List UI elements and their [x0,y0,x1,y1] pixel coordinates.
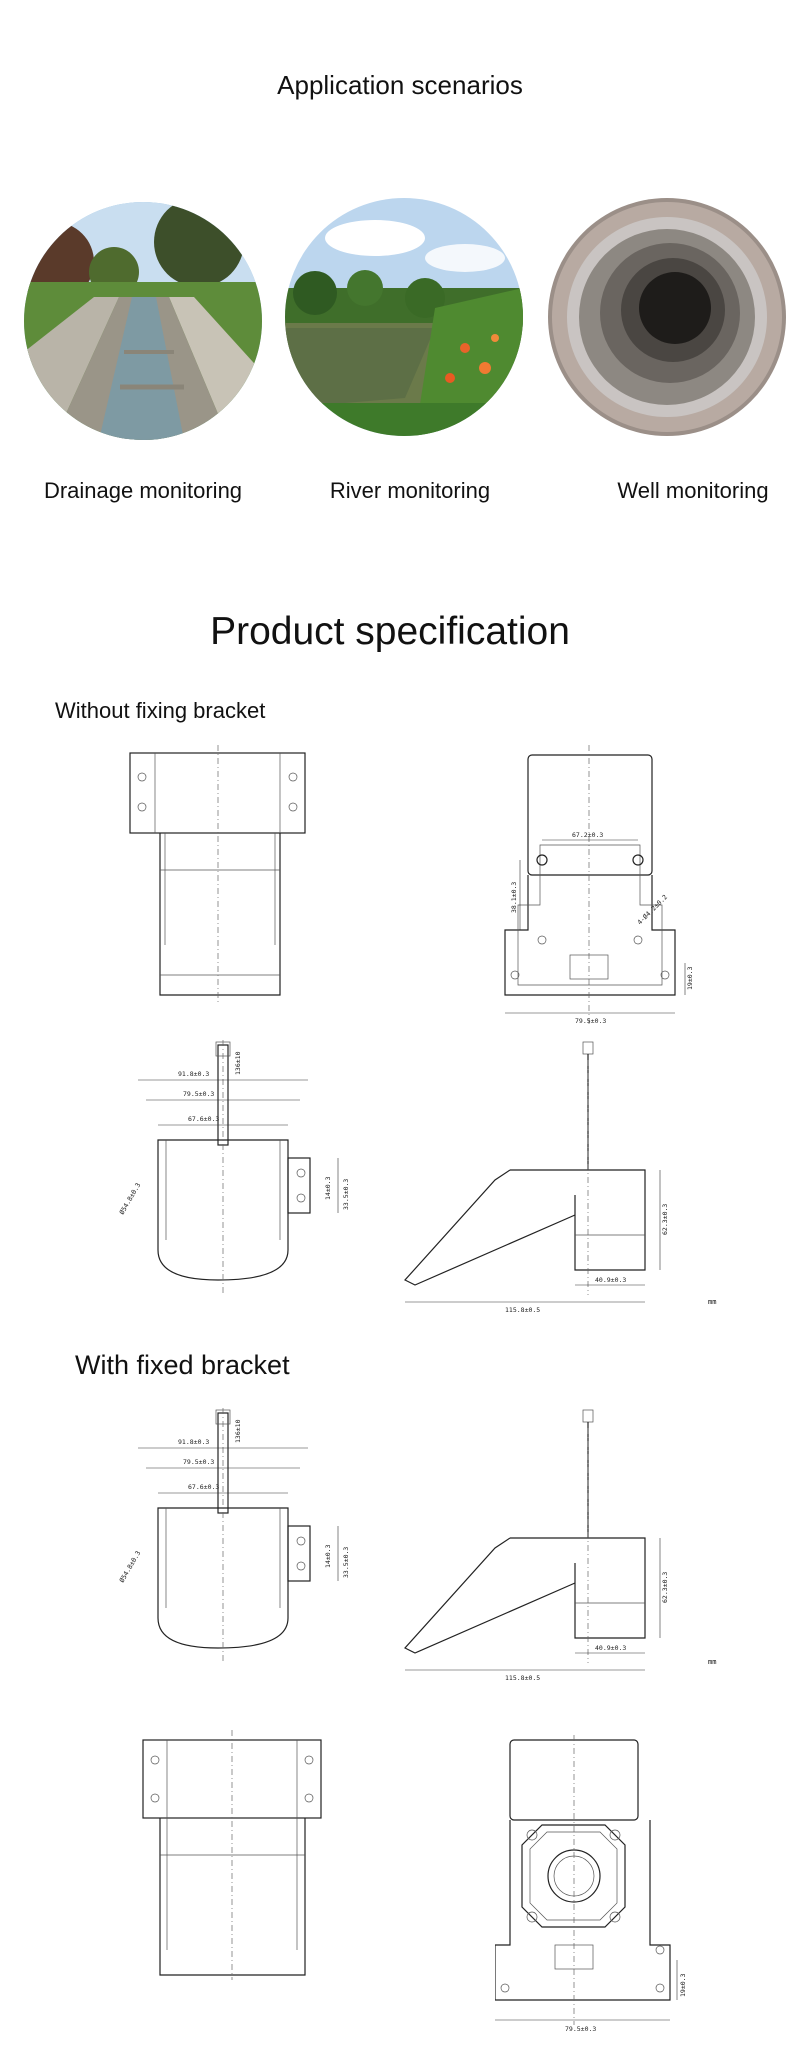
dim-91-8: 91.8±0.3 [178,1070,209,1078]
dim-62-3-b: 62.3±0.3 [661,1572,669,1603]
dim-67-6: 67.6±0.3 [188,1115,219,1123]
units-label-2: mm [708,1658,717,1666]
drawing-top-view-bracket: 91.8±0.3 79.5±0.3 67.6±0.3 136±10 Ø54.8±… [118,1408,350,1663]
dim-33-5: 33.5±0.3 [342,1179,350,1210]
dim-67-2: 67.2±0.3 [572,831,603,839]
drawing-side-view-no-bracket: 62.3±0.3 40.9±0.3 115.8±0.5 [404,1041,669,1314]
well-photo [548,198,786,436]
dim-67-6-b: 67.6±0.3 [188,1483,219,1491]
dim-79-5: 79.5±0.3 [183,1090,214,1098]
dim-14-b: 14±0.3 [324,1544,332,1568]
caption-river: River monitoring [329,478,491,503]
dim-115-8: 115.8±0.5 [505,1306,540,1314]
scenarios-title: Application scenarios [277,70,523,100]
dim-54-8-b: Ø54.8±0.3 [118,1549,143,1584]
dim-19-b: 19±0.3 [679,1973,687,1997]
drawing-side-view-bracket: 62.3±0.3 40.9±0.3 115.8±0.5 [404,1409,669,1682]
river-photo [285,198,523,436]
dim-136-b: 136±10 [234,1419,242,1443]
units-label-1: mm [708,1298,717,1306]
drawing-front-view-bracket [142,1730,322,1980]
dim-40-9: 40.9±0.3 [595,1276,626,1284]
dim-79-5-b: 79.5±0.3 [183,1458,214,1466]
dim-19: 19±0.3 [686,966,694,990]
dim-115-8-b: 115.8±0.5 [505,1674,540,1682]
drawing-top-view-no-bracket: 91.8±0.3 79.5±0.3 67.6±0.3 136±10 Ø54.8±… [118,1040,350,1295]
spec-title: Product specification [210,610,570,653]
drawing-back-view-no-bracket: 67.2±0.3 38.1±0.3 4-Ø4.2±0.2 19±0.3 79.5… [504,745,694,1025]
with-bracket-heading: With fixed bracket [75,1350,290,1380]
dim-79-5-back: 79.5±0.3 [575,1017,606,1025]
drawing-front-view-no-bracket [129,745,306,1005]
dim-40-9-b: 40.9±0.3 [595,1644,626,1652]
dim-79-5-back-b: 79.5±0.3 [565,2025,596,2033]
dim-33-5-b: 33.5±0.3 [342,1547,350,1578]
dim-14: 14±0.3 [324,1176,332,1200]
dim-62-3: 62.3±0.3 [661,1204,669,1235]
caption-well: Well monitoring [617,478,769,503]
dim-91-8-b: 91.8±0.3 [178,1438,209,1446]
drawing-back-view-bracket: 19±0.3 79.5±0.3 [495,1735,687,2033]
caption-drainage: Drainage monitoring [43,478,243,503]
dim-54-8: Ø54.8±0.3 [118,1181,143,1216]
without-bracket-heading: Without fixing bracket [55,698,266,723]
dim-38-1: 38.1±0.3 [510,882,518,913]
drainage-channel-photo [24,202,262,440]
dim-136: 136±10 [234,1051,242,1075]
